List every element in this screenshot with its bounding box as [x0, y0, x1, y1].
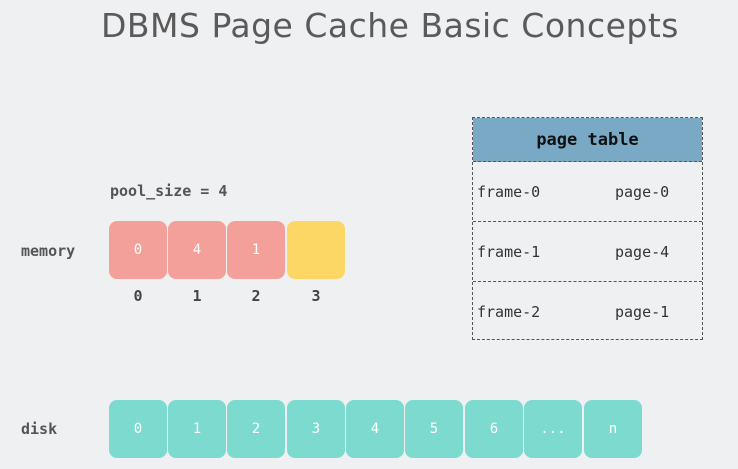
page-title: DBMS Page Cache Basic Concepts — [101, 6, 679, 45]
frame-index: 0 — [133, 287, 143, 305]
memory-frame-1: 4 — [168, 221, 226, 279]
memory-label: memory — [21, 242, 76, 260]
frame-cell: frame-2 — [477, 303, 541, 321]
disk-page: ... — [524, 400, 582, 458]
disk-page: n — [584, 400, 642, 458]
disk-page: 3 — [287, 400, 345, 458]
pool-size-label: pool_size = 4 — [110, 182, 228, 200]
disk-page: 0 — [109, 400, 167, 458]
frame-cell: frame-0 — [477, 183, 541, 201]
frame-cell: frame-1 — [477, 243, 541, 261]
disk-page: 6 — [465, 400, 523, 458]
frame-index: 3 — [311, 287, 321, 305]
page-table-row: frame-2 page-1 — [473, 282, 702, 342]
memory-frame-0: 0 — [109, 221, 167, 279]
page-table: page table frame-0 page-0 frame-1 page-4… — [472, 117, 703, 340]
disk-page: 2 — [227, 400, 285, 458]
page-table-header: page table — [473, 118, 702, 162]
memory-frame-2: 1 — [227, 221, 285, 279]
disk-page: 1 — [168, 400, 226, 458]
disk-page: 4 — [346, 400, 404, 458]
page-table-row: frame-0 page-0 — [473, 162, 702, 222]
page-cell: page-1 — [615, 303, 670, 321]
frame-index: 2 — [251, 287, 261, 305]
disk-label: disk — [21, 420, 58, 438]
disk-page: 5 — [405, 400, 463, 458]
memory-frame-3 — [287, 221, 345, 279]
frame-index: 1 — [192, 287, 202, 305]
page-cell: page-4 — [615, 243, 670, 261]
page-cell: page-0 — [615, 183, 670, 201]
page-table-row: frame-1 page-4 — [473, 222, 702, 282]
